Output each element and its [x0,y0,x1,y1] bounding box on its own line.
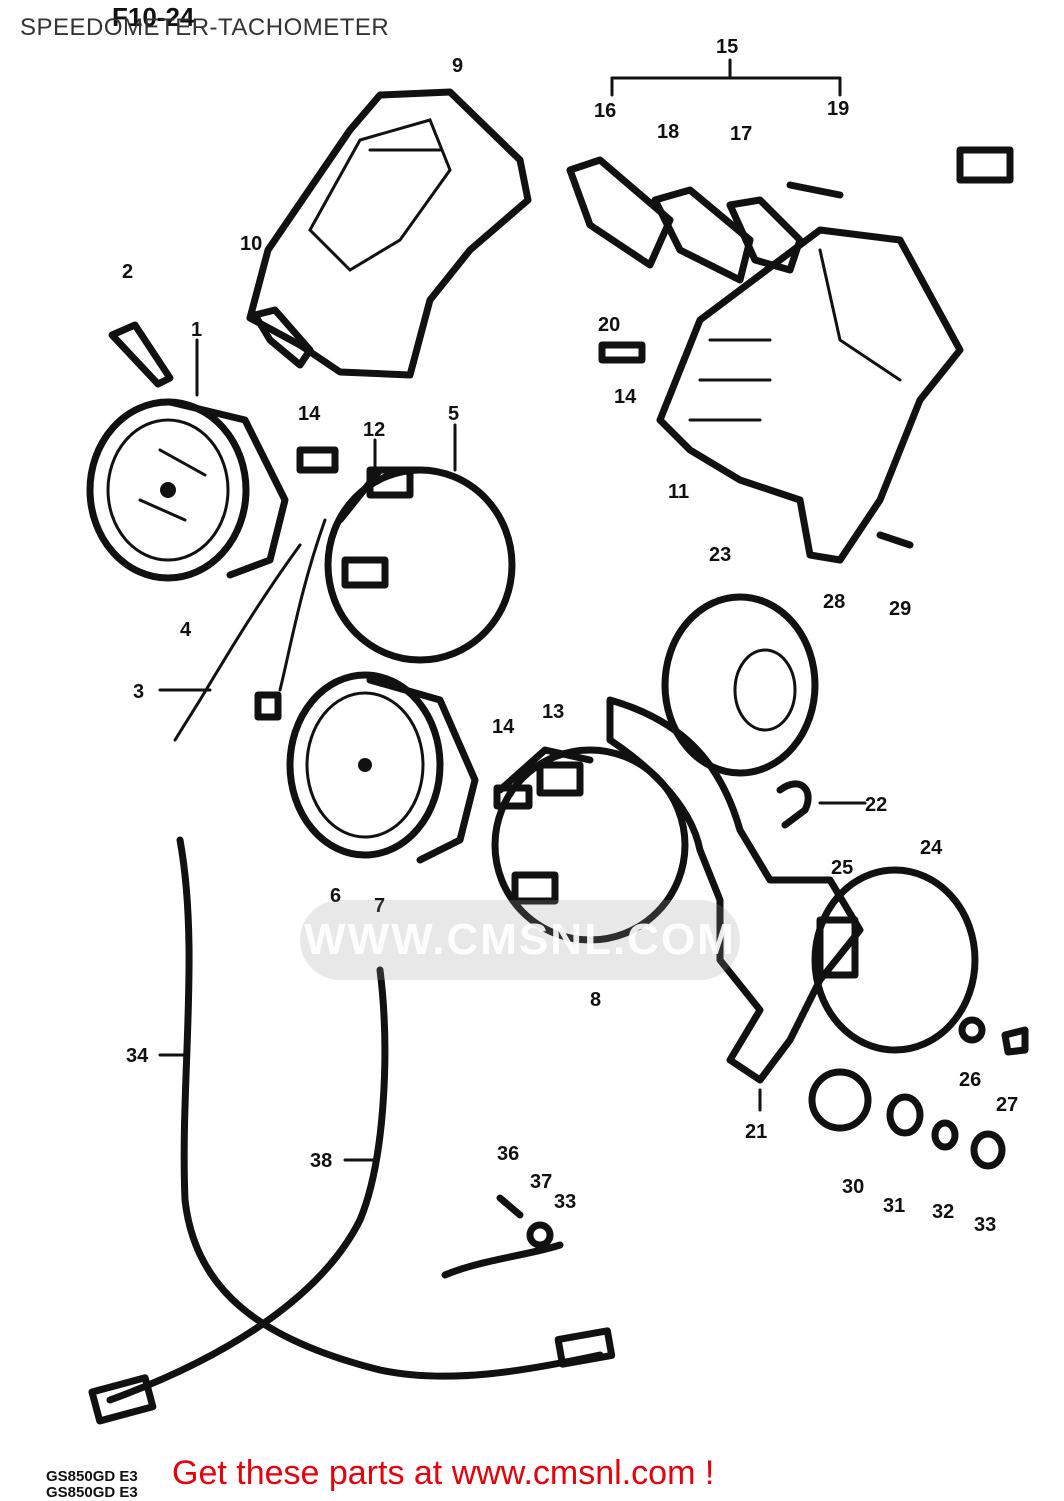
footer-link-text[interactable]: Get these parts at www.cmsnl.com ! [172,1454,715,1492]
callout-34: 34 [126,1045,149,1067]
callout-26: 26 [959,1069,981,1091]
part-10-bracket[interactable] [251,306,314,369]
meter-back-cover-24[interactable] [811,866,979,1054]
callout-32: 32 [932,1201,954,1223]
callout-11: 11 [668,481,689,503]
indicator-light-16[interactable] [566,156,674,269]
speedometer[interactable] [86,398,289,582]
callout-24: 24 [920,837,943,859]
tachometer[interactable] [286,671,479,864]
callout-13: 13 [542,701,564,723]
callout-23: 23 [709,544,731,566]
callout-37: 37 [530,1171,552,1193]
callout-21: 21 [745,1121,767,1143]
part-32-washer[interactable] [931,1119,959,1151]
callout-25: 25 [831,857,853,879]
part-right-logo [956,146,1014,184]
part-2-bolt[interactable] [108,321,174,388]
callout-15: 15 [716,36,738,58]
callout-22: 22 [865,794,887,816]
callout-14-c: 14 [492,716,515,738]
indicator-light-17[interactable] [726,196,804,274]
callout-27: 27 [996,1094,1018,1116]
callout-5: 5 [448,403,459,425]
callout-36: 36 [497,1143,519,1165]
indicator-light-18[interactable] [651,186,754,284]
part-31-washer[interactable] [886,1093,924,1137]
callout-17: 17 [730,123,752,145]
callout-14-a: 14 [298,403,321,425]
callout-8: 8 [590,989,601,1011]
part-22-clip[interactable] [776,780,812,829]
callout-28: 28 [823,591,845,613]
part-meter-cover[interactable] [246,88,532,379]
page-title: SPEEDOMETER-TACHOMETER [20,14,390,41]
callout-19: 19 [827,98,849,120]
bolt-19[interactable] [786,181,844,199]
callout-33-b: 33 [974,1214,996,1236]
tachometer-case[interactable] [491,746,689,944]
callout-29: 29 [889,598,911,620]
part-26-washer[interactable] [958,1016,986,1044]
callout-33-a: 33 [554,1191,576,1213]
part-29-clip[interactable] [876,531,914,549]
meter-bracket[interactable] [606,696,864,1084]
model-code: GS850GD E3 [46,1468,138,1485]
model-code-secondary: GS850GD E3 [46,1484,138,1501]
callout-14-b: 14 [614,386,637,408]
tachometer-cable-38[interactable] [106,966,389,1404]
part-33-nut-b[interactable] [970,1130,1006,1170]
callout-6: 6 [330,885,341,907]
part-14-grommet-a[interactable] [296,446,339,474]
part-37-washer[interactable] [526,1221,554,1249]
part-27-nut[interactable] [1001,1026,1029,1056]
callout-1: 1 [191,319,202,341]
meter-back-cover-23[interactable] [661,593,819,777]
watermark: WWW.CMSNL.COM [300,900,740,980]
callout-2: 2 [122,261,133,283]
callout-4: 4 [180,619,192,641]
callout-18: 18 [657,121,679,143]
part-33-nut-a[interactable] [441,1241,564,1279]
part-14-grommet-b[interactable] [598,341,646,364]
part-30-cushion[interactable] [808,1068,872,1132]
callout-20: 20 [598,314,620,336]
leader-lines [158,58,867,1162]
speedometer-case[interactable] [324,466,516,664]
part-14-grommet-c[interactable] [493,784,533,810]
speedometer-cable-34[interactable] [176,836,604,1380]
meter-panel[interactable] [656,226,964,564]
part-36-bolt[interactable] [496,1194,524,1219]
callout-3: 3 [133,681,144,703]
figure-number: F10-24 [112,2,195,32]
callout-12: 12 [363,419,385,441]
callout-16: 16 [594,100,616,122]
callout-7: 7 [374,895,385,917]
callout-9: 9 [452,55,463,77]
callout-10: 10 [240,233,262,255]
callout-31: 31 [883,1195,905,1217]
callout-30: 30 [842,1176,864,1198]
callout-38: 38 [310,1150,332,1172]
